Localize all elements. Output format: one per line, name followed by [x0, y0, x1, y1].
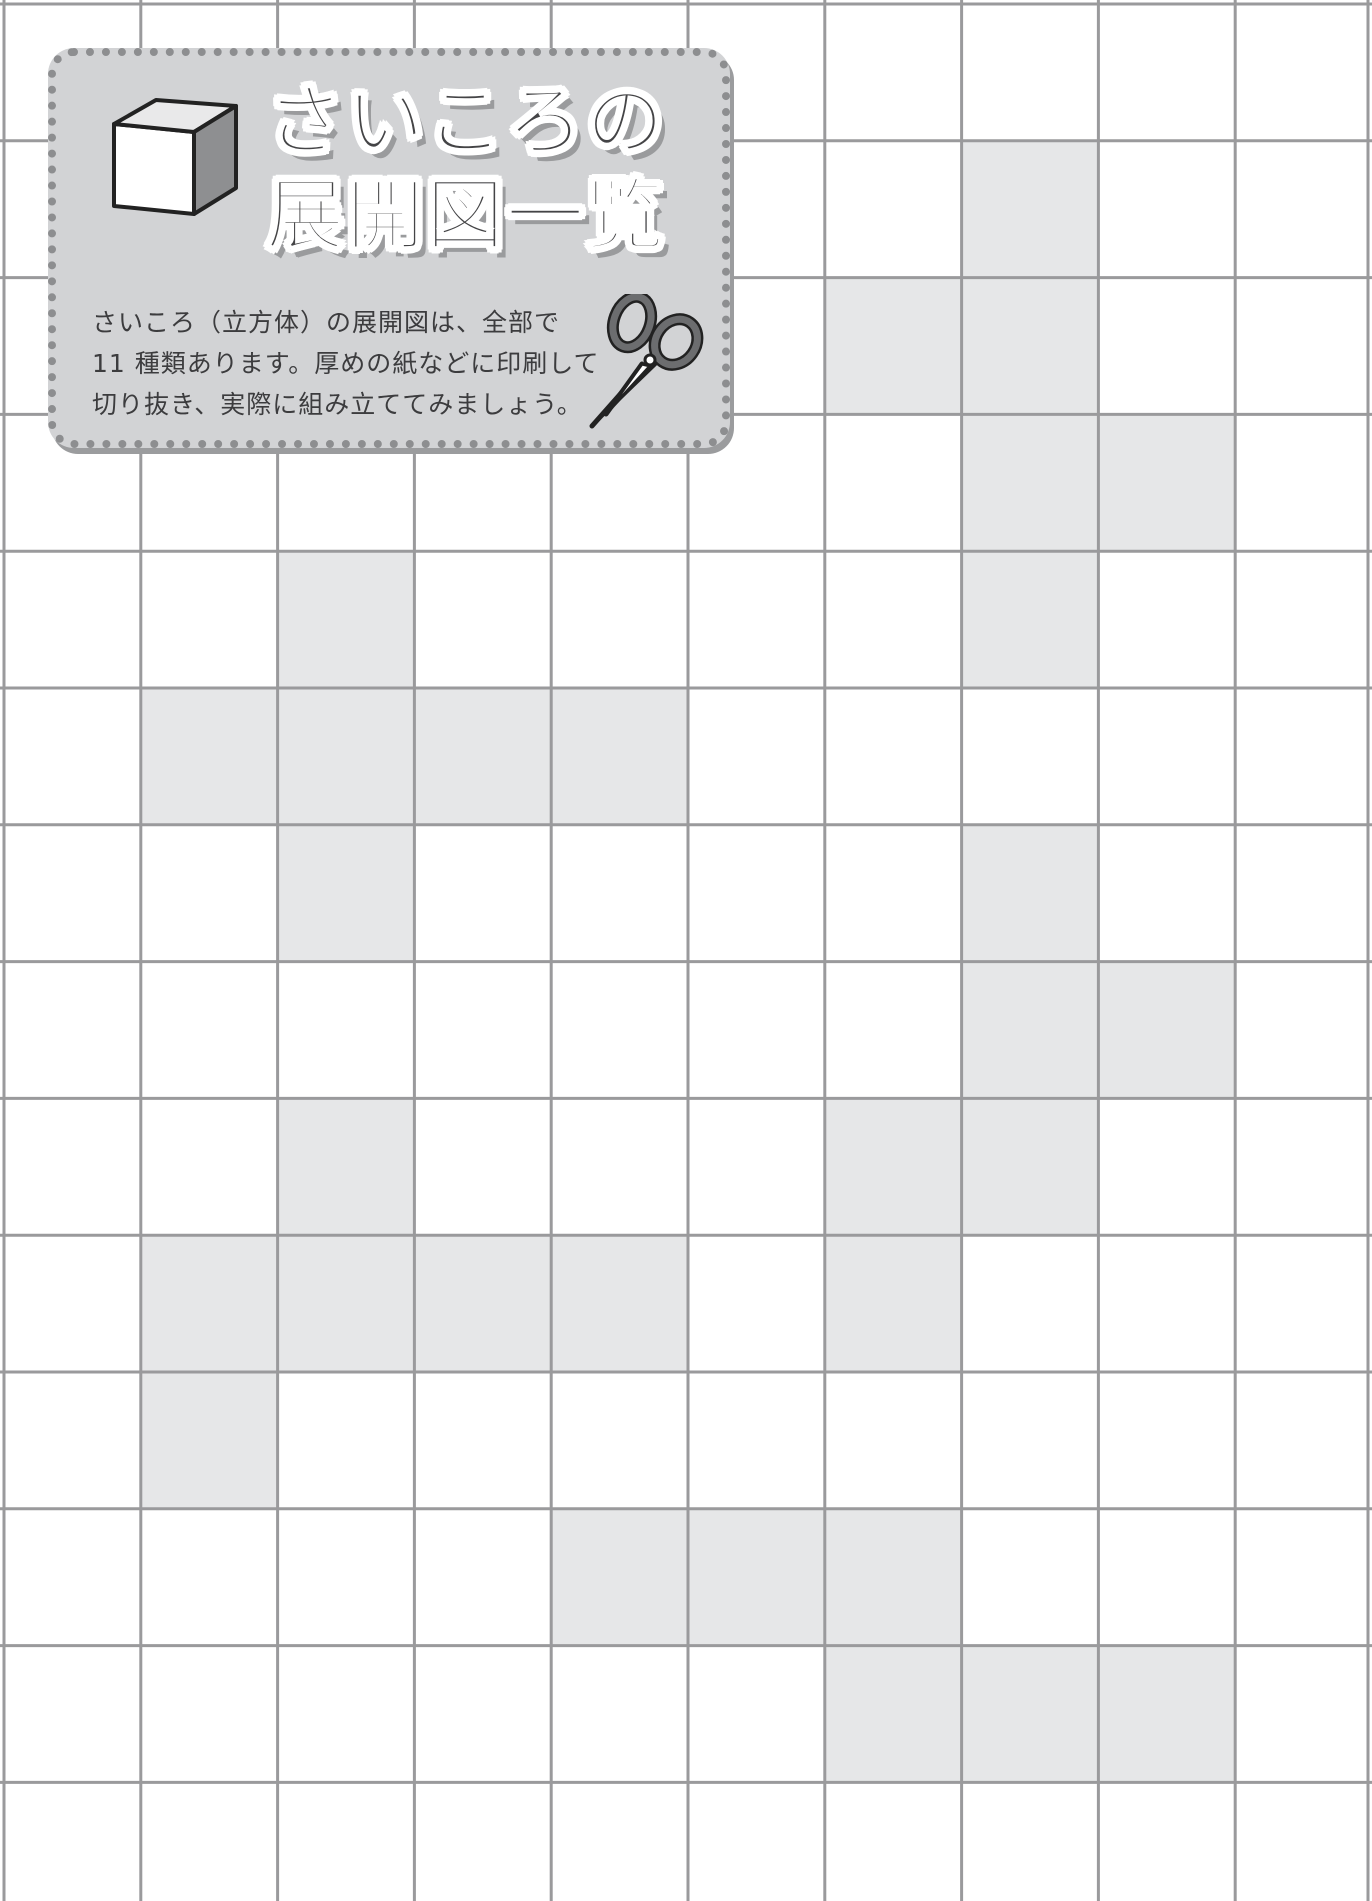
shaded-cell — [140, 1372, 278, 1509]
shaded-cell — [140, 1235, 278, 1372]
shaded-cell — [414, 1235, 552, 1372]
shaded-cell — [414, 688, 552, 825]
scissors-icon — [589, 294, 704, 429]
title-panel: さいころの 展開図一覧 さいころ（立方体）の展開図は、全部で 11 種類あります… — [48, 48, 730, 448]
shaded-cell — [961, 961, 1099, 1099]
shaded-cell — [961, 140, 1099, 278]
shaded-cell — [824, 277, 962, 415]
shaded-cell — [551, 688, 688, 825]
description-line-3: 切り抜き、実際に組み立ててみましょう。 — [92, 390, 583, 419]
shaded-cell — [277, 551, 415, 688]
shaded-cell — [961, 1098, 1099, 1236]
title-line-2: 展開図一覧 — [265, 170, 667, 262]
page-title: さいころの 展開図一覧 — [265, 76, 667, 262]
shaded-cell — [824, 1235, 962, 1372]
description: さいころ（立方体）の展開図は、全部で 11 種類あります。厚めの紙などに印刷して… — [92, 302, 632, 425]
shaded-cell — [277, 688, 415, 825]
shaded-cell — [961, 551, 1099, 688]
shaded-cell — [1098, 414, 1236, 552]
shaded-cell — [1098, 961, 1236, 1099]
shaded-cell — [551, 1508, 688, 1646]
shaded-cell — [824, 1508, 962, 1646]
shaded-cell — [277, 1098, 415, 1236]
shaded-cell — [688, 1508, 825, 1646]
shaded-cell — [824, 1098, 962, 1236]
shaded-cell — [1098, 1645, 1236, 1783]
shaded-cell — [277, 824, 415, 962]
shaded-cell — [277, 1235, 415, 1372]
cube-icon — [112, 98, 238, 216]
shaded-cell — [961, 277, 1099, 415]
description-line-2: 11 種類あります。厚めの紙などに印刷して — [92, 349, 600, 378]
shaded-cell — [551, 1235, 688, 1372]
description-line-1: さいころ（立方体）の展開図は、全部で — [92, 308, 561, 337]
shaded-cell — [824, 1645, 962, 1783]
title-line-1: さいころの — [265, 76, 667, 168]
shaded-cell — [961, 1645, 1099, 1783]
shaded-cell — [961, 414, 1099, 552]
shaded-cell — [140, 688, 278, 825]
shaded-cell — [961, 824, 1099, 962]
